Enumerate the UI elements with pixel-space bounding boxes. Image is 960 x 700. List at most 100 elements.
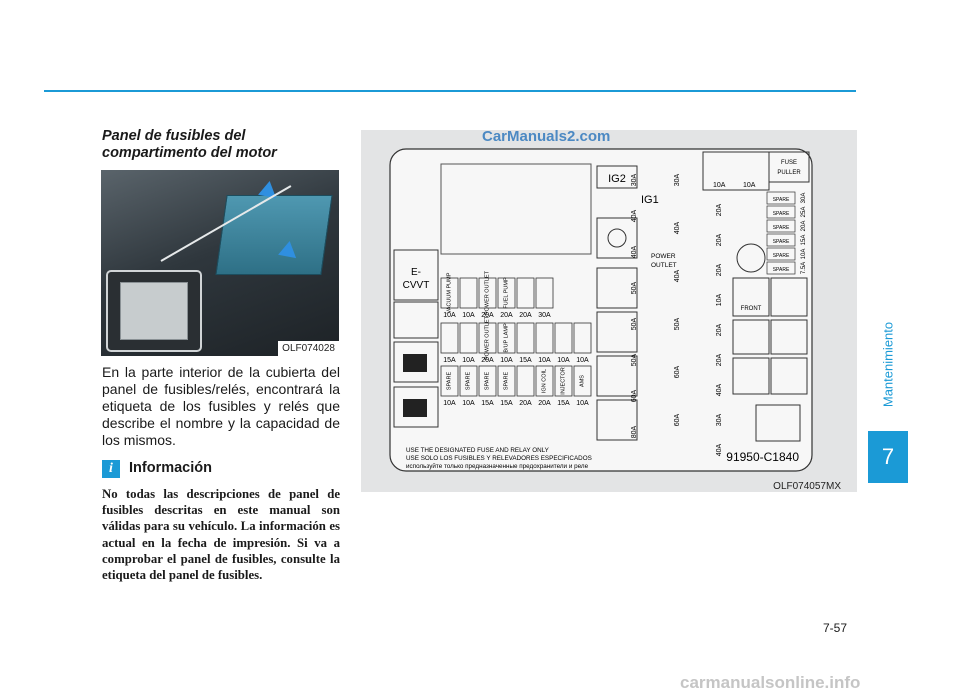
row1-fuse-label: VACUUM PUMP xyxy=(447,272,453,313)
ig2-relay xyxy=(596,165,638,189)
col2-rating: 50A xyxy=(674,317,681,330)
row2-fuse-rating: 10A xyxy=(576,357,589,364)
row1-fuse-rating: 10A xyxy=(443,312,456,319)
col1-rating: 30A xyxy=(631,173,638,186)
col3-rating: 40A xyxy=(716,383,723,396)
row3-fuse-rating: 10A xyxy=(462,400,475,407)
photo-code: OLF074028 xyxy=(278,341,339,356)
row1-fuse-rating: 20A xyxy=(519,312,532,319)
row2-fuse-rating: 10A xyxy=(557,357,570,364)
col3-rating: 10A xyxy=(716,293,723,306)
row1-fuse xyxy=(440,277,459,309)
col3-rating: 30A xyxy=(716,413,723,426)
col3-rating: 40A xyxy=(716,443,723,456)
row2-fuse xyxy=(535,322,554,354)
relay-slot xyxy=(770,357,808,395)
top-fuse-rating: 10A xyxy=(743,182,756,189)
notice-line1: USE THE DESIGNATED FUSE AND RELAY ONLY xyxy=(406,447,550,454)
col2-rating: 40A xyxy=(674,269,681,282)
fuse-puller-line2: PULLER xyxy=(777,170,801,176)
row1-fuse-rating: 10A xyxy=(462,312,475,319)
row3-fuse-label: AMS xyxy=(580,375,586,387)
diagram-code: OLF074057MX xyxy=(773,481,841,492)
row2-fuse-rating: 10A xyxy=(462,357,475,364)
row3-fuse-label: SPARE xyxy=(447,372,453,391)
row3-fuse-rating: 15A xyxy=(557,400,570,407)
relay-box xyxy=(393,341,439,383)
spare-fuse-rating: 25A xyxy=(801,207,807,218)
notice-line2: USE SOLO LOS FUSIBLES Y RELEVADORES ESPE… xyxy=(406,455,592,462)
relay-slot xyxy=(393,301,439,339)
row1-fuse-rating: 20A xyxy=(481,312,494,319)
info-icon: i xyxy=(102,460,120,478)
row3-fuse-rating: 20A xyxy=(519,400,532,407)
row2-fuse xyxy=(497,322,516,354)
col1-rating: 50A xyxy=(631,281,638,294)
spare-fuse xyxy=(766,233,796,247)
spare-fuse xyxy=(766,191,796,205)
ig1-label: IG1 xyxy=(641,194,659,206)
spare-fuse xyxy=(766,247,796,261)
row3-fuse-rating: 10A xyxy=(576,400,589,407)
row2-fuse-rating: 10A xyxy=(538,357,551,364)
relay-slot xyxy=(596,399,638,441)
relay-slot xyxy=(732,319,770,355)
fan-icon xyxy=(607,228,627,248)
evvt-box xyxy=(393,249,439,301)
row1-fuse xyxy=(459,277,478,309)
col3-rating: 20A xyxy=(716,203,723,216)
inset-photo xyxy=(106,270,202,352)
row2-fuse-rating: 15A xyxy=(519,357,532,364)
row3-fuse-label: IGN COIL xyxy=(542,369,548,393)
col3-rating: 20A xyxy=(716,353,723,366)
spare-fuse-label: SPARE xyxy=(773,239,790,245)
row2-fuse-label: POWER OUTLET xyxy=(485,315,491,360)
row2-fuse xyxy=(440,322,459,354)
row3-fuse-rating: 10A xyxy=(443,400,456,407)
fuse-box-detail xyxy=(120,282,188,340)
row3-fuse-label: SPARE xyxy=(504,372,510,391)
row1-fuse-rating: 20A xyxy=(500,312,513,319)
spare-fuse-rating: 7.5A xyxy=(801,262,807,274)
fuse-puller-line1: FUSE xyxy=(781,160,797,166)
spare-fuse xyxy=(766,219,796,233)
row3-fuse xyxy=(497,365,516,397)
section-title-line2: compartimento del motor xyxy=(102,145,277,161)
info-paragraph: No todas las descripciones de panel de f… xyxy=(102,487,340,583)
fuse-puller-box xyxy=(768,151,810,183)
col1-rating: 50A xyxy=(631,317,638,330)
relay-slot xyxy=(596,355,638,397)
power-outlet-line1: POWER xyxy=(651,253,676,260)
defroster-relay xyxy=(755,404,801,442)
row1-fuse-label: FUEL PUMP xyxy=(504,277,510,309)
spare-fuse-rating: 10A xyxy=(801,249,807,260)
row1-fuse-rating: 30A xyxy=(538,312,551,319)
side-section-label: Mantenimiento xyxy=(873,300,896,430)
col2-rating: 60A xyxy=(674,365,681,378)
fan-relay xyxy=(596,217,638,259)
row1-fuse-label: POWER OUTLET xyxy=(485,270,491,315)
footer-watermark: carmanualsonline.info xyxy=(680,673,861,692)
row2-fuse-label: B/UP LAMP xyxy=(504,323,510,353)
spare-fuse xyxy=(766,205,796,219)
col3-rating: 20A xyxy=(716,263,723,276)
col1-rating: 60A xyxy=(631,389,638,402)
ig2-label: IG2 xyxy=(608,173,626,185)
row1-fuse xyxy=(497,277,516,309)
col1-rating: 80A xyxy=(631,425,638,438)
col2-rating: 60A xyxy=(674,413,681,426)
col1-rating: 50A xyxy=(631,353,638,366)
row3-fuse-rating: 15A xyxy=(481,400,494,407)
spare-fuse-rating: 15A xyxy=(801,235,807,246)
row3-fuse-rating: 15A xyxy=(500,400,513,407)
col1-rating: 40A xyxy=(631,209,638,222)
relay-icon xyxy=(403,399,427,417)
row2-fuse xyxy=(459,322,478,354)
watermark: CarManuals2.com xyxy=(482,128,611,145)
col2-rating: 40A xyxy=(674,221,681,234)
row2-fuse-rating: 10A xyxy=(500,357,513,364)
section-title: Panel de fusibles del compartimento del … xyxy=(102,128,342,162)
